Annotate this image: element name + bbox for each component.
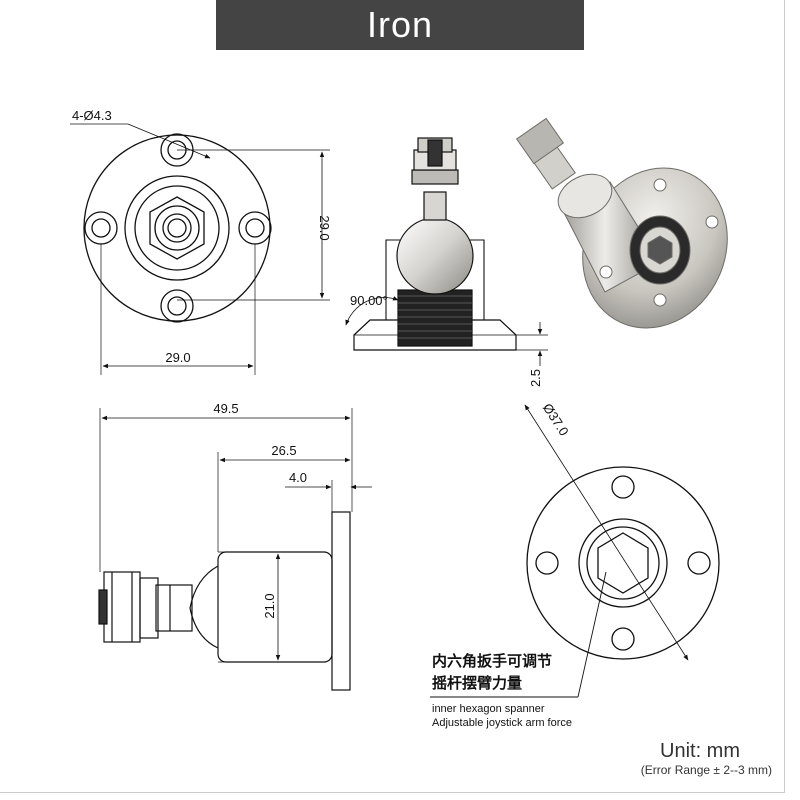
holes-dimension: 4-Ø4.3 [72, 108, 112, 123]
product-photo [515, 117, 728, 329]
title-bar: Iron [216, 0, 584, 50]
top-height-dimension: 29.0 [317, 215, 332, 240]
top-width-dimension: 29.0 [165, 350, 190, 365]
flange-thickness-dimension: 2.5 [528, 369, 543, 387]
body-diameter-dimension: 21.0 [262, 593, 277, 618]
annotation-cn-line2: 摇杆摆臂力量 [432, 674, 522, 692]
side-elevation [98, 408, 372, 691]
sheet-border [0, 0, 785, 793]
annotation-en-line2: Adjustable joystick arm force [432, 717, 572, 729]
flange-depth-dimension: 4.0 [289, 470, 307, 485]
annotation-en-line1: inner hexagon spanner [432, 703, 545, 715]
page-title: Iron [366, 4, 434, 45]
annotation-cn-line1: 内六角扳手可调节 [432, 652, 552, 670]
angle-dimension: 90.00° [350, 293, 388, 308]
flange-diameter-dimension: Ø37.0 [540, 401, 572, 439]
side-view-joystick [345, 137, 548, 366]
error-range-label: (Error Range ± 2--3 mm) [641, 763, 772, 777]
overall-length-dimension: 49.5 [213, 401, 238, 416]
front-view-flange [70, 123, 330, 375]
unit-label: Unit: mm [660, 740, 740, 762]
body-length-dimension: 26.5 [271, 443, 296, 458]
rear-view-flange [430, 404, 720, 698]
